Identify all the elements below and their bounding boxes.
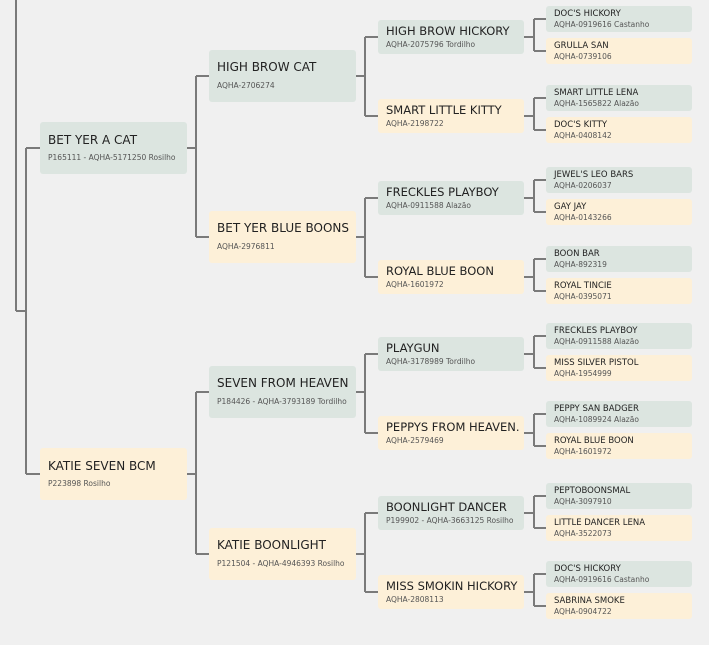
- horse-name: SMART LITTLE KITTY: [386, 103, 502, 117]
- horse-card-sds-sire[interactable]: JEWEL'S LEO BARS AQHA-0206037: [546, 167, 692, 193]
- horse-registration: P121504 - AQHA-4946393 Rosilho: [217, 559, 345, 568]
- horse-registration: AQHA-2808113: [386, 595, 444, 604]
- horse-name: ROYAL BLUE BOON: [554, 436, 634, 446]
- horse-registration: AQHA-1954999: [554, 369, 612, 378]
- horse-name: DOC'S HICKORY: [554, 564, 621, 574]
- horse-card-sire-sire[interactable]: HIGH BROW CAT AQHA-2706274: [209, 50, 356, 102]
- horse-name: LITTLE DANCER LENA: [554, 518, 646, 528]
- horse-registration: AQHA-1089924 Alazão: [554, 415, 639, 424]
- horse-card-dam-sire-dam[interactable]: PEPPYS FROM HEAVEN. AQHA-2579469: [378, 416, 524, 450]
- horse-name: HIGH BROW HICKORY: [386, 24, 510, 38]
- horse-name: SMART LITTLE LENA: [554, 88, 639, 98]
- horse-name: ROYAL BLUE BOON: [386, 264, 494, 278]
- horse-registration: AQHA-1601972: [386, 280, 444, 289]
- horse-name: MISS SMOKIN HICKORY: [386, 579, 518, 593]
- horse-name: BOON BAR: [554, 249, 600, 259]
- horse-name: PEPTOBOONSMAL: [554, 486, 631, 496]
- horse-name: PEPPY SAN BADGER: [554, 404, 639, 414]
- horse-card-ssd-sire[interactable]: SMART LITTLE LENA AQHA-1565822 Alazão: [546, 85, 692, 111]
- horse-registration: AQHA-0739106: [554, 52, 612, 61]
- horse-card-sire[interactable]: BET YER A CAT P165111 - AQHA-5171250 Ros…: [40, 122, 187, 174]
- horse-card-dsd-dam[interactable]: ROYAL BLUE BOON AQHA-1601972: [546, 433, 692, 459]
- horse-card-ssd-dam[interactable]: DOC'S KITTY AQHA-0408142: [546, 117, 692, 143]
- horse-card-dam-sire-sire[interactable]: PLAYGUN AQHA-3178989 Tordilho: [378, 337, 524, 371]
- horse-registration: AQHA-2579469: [386, 436, 444, 445]
- horse-registration: AQHA-1601972: [554, 447, 612, 456]
- horse-name: KATIE SEVEN BCM: [48, 459, 156, 473]
- horse-card-ddd-dam[interactable]: SABRINA SMOKE AQHA-0904722: [546, 593, 692, 619]
- horse-registration: AQHA-2198722: [386, 119, 444, 128]
- horse-name: DOC'S KITTY: [554, 120, 608, 130]
- horse-card-ddd-sire[interactable]: DOC'S HICKORY AQHA-0919616 Castanho: [546, 561, 692, 587]
- horse-name: BOONLIGHT DANCER: [386, 500, 507, 514]
- horse-name: FRECKLES PLAYBOY: [554, 326, 638, 336]
- horse-card-sds-dam[interactable]: GAY JAY AQHA-0143266: [546, 199, 692, 225]
- horse-card-dam-dam-sire[interactable]: BOONLIGHT DANCER P199902 - AQHA-3663125 …: [378, 496, 524, 530]
- horse-card-dam-dam[interactable]: KATIE BOONLIGHT P121504 - AQHA-4946393 R…: [209, 528, 356, 580]
- horse-registration: AQHA-2706274: [217, 81, 275, 90]
- horse-registration: AQHA-0911588 Alazão: [386, 201, 471, 210]
- horse-name: GAY JAY: [554, 202, 587, 212]
- horse-card-dds-sire[interactable]: PEPTOBOONSMAL AQHA-3097910: [546, 483, 692, 509]
- horse-name: DOC'S HICKORY: [554, 9, 621, 19]
- horse-card-dss-sire[interactable]: FRECKLES PLAYBOY AQHA-0911588 Alazão: [546, 323, 692, 349]
- horse-registration: AQHA-0143266: [554, 213, 612, 222]
- horse-registration: P223898 Rosilho: [48, 479, 111, 488]
- horse-registration: AQHA-3097910: [554, 497, 612, 506]
- horse-registration: AQHA-0395071: [554, 292, 612, 301]
- horse-registration: AQHA-0408142: [554, 131, 612, 140]
- horse-name: JEWEL'S LEO BARS: [554, 170, 634, 180]
- horse-name: SEVEN FROM HEAVEN: [217, 376, 349, 390]
- horse-name: SABRINA SMOKE: [554, 596, 625, 606]
- horse-registration: AQHA-1565822 Alazão: [554, 99, 639, 108]
- horse-card-dam-dam-dam[interactable]: MISS SMOKIN HICKORY AQHA-2808113: [378, 575, 524, 609]
- horse-registration: P165111 - AQHA-5171250 Rosilho: [48, 153, 176, 162]
- horse-registration: AQHA-0206037: [554, 181, 612, 190]
- horse-name: BET YER BLUE BOONS: [217, 221, 350, 235]
- horse-registration: AQHA-0904722: [554, 607, 612, 616]
- horse-card-sire-dam[interactable]: BET YER BLUE BOONS AQHA-2976811: [209, 211, 356, 263]
- horse-name: HIGH BROW CAT: [217, 60, 317, 74]
- horse-registration: AQHA-0911588 Alazão: [554, 337, 639, 346]
- horse-card-sdd-dam[interactable]: ROYAL TINCIE AQHA-0395071: [546, 278, 692, 304]
- horse-registration: AQHA-2075796 Tordilho: [386, 40, 476, 49]
- horse-name: BET YER A CAT: [48, 133, 138, 147]
- horse-registration: P184426 - AQHA-3793189 Tordilho: [217, 397, 347, 406]
- horse-card-sire-sire-dam[interactable]: SMART LITTLE KITTY AQHA-2198722: [378, 99, 524, 133]
- horse-card-dsd-sire[interactable]: PEPPY SAN BADGER AQHA-1089924 Alazão: [546, 401, 692, 427]
- horse-card-dds-dam[interactable]: LITTLE DANCER LENA AQHA-3522073: [546, 515, 692, 541]
- horse-card-sire-dam-sire[interactable]: FRECKLES PLAYBOY AQHA-0911588 Alazão: [378, 181, 524, 215]
- horse-registration: AQHA-3522073: [554, 529, 612, 538]
- horse-name: MISS SILVER PISTOL: [554, 358, 639, 368]
- horse-name: GRULLA SAN: [554, 41, 609, 51]
- horse-registration: AQHA-3178989 Tordilho: [386, 357, 476, 366]
- horse-card-dam[interactable]: KATIE SEVEN BCM P223898 Rosilho: [40, 448, 187, 500]
- horse-name: KATIE BOONLIGHT: [217, 538, 326, 552]
- horse-card-dam-sire[interactable]: SEVEN FROM HEAVEN P184426 - AQHA-3793189…: [209, 366, 356, 418]
- horse-card-dss-dam[interactable]: MISS SILVER PISTOL AQHA-1954999: [546, 355, 692, 381]
- horse-card-sire-dam-dam[interactable]: ROYAL BLUE BOON AQHA-1601972: [378, 260, 524, 294]
- horse-registration: P199902 - AQHA-3663125 Rosilho: [386, 516, 514, 525]
- horse-card-sss-sire[interactable]: DOC'S HICKORY AQHA-0919616 Castanho: [546, 6, 692, 32]
- horse-card-sss-dam[interactable]: GRULLA SAN AQHA-0739106: [546, 38, 692, 64]
- horse-registration: AQHA-0919616 Castanho: [554, 575, 650, 584]
- horse-registration: AQHA-2976811: [217, 242, 275, 251]
- horse-card-sire-sire-sire[interactable]: HIGH BROW HICKORY AQHA-2075796 Tordilho: [378, 20, 524, 54]
- horse-registration: AQHA-892319: [554, 260, 607, 269]
- horse-name: PEPPYS FROM HEAVEN.: [386, 420, 520, 434]
- horse-name: FRECKLES PLAYBOY: [386, 185, 499, 199]
- horse-name: ROYAL TINCIE: [554, 281, 612, 291]
- horse-registration: AQHA-0919616 Castanho: [554, 20, 650, 29]
- horse-card-sdd-sire[interactable]: BOON BAR AQHA-892319: [546, 246, 692, 272]
- horse-name: PLAYGUN: [386, 341, 440, 355]
